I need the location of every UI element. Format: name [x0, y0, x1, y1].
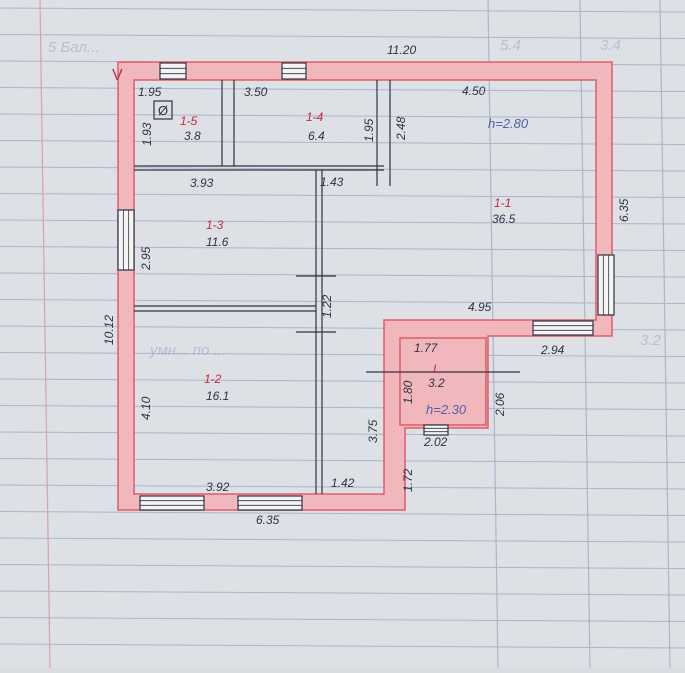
dim-bottom-small: 1.42 — [331, 476, 355, 490]
window-top-mid — [281, 62, 307, 80]
ledger-word: умн... по ... — [149, 342, 226, 359]
corner-mark: V — [112, 67, 123, 84]
ledger-header: 5 Бал... — [48, 39, 99, 56]
grid-rule — [0, 405, 685, 410]
grid-rule — [0, 7, 685, 13]
grid-column-rule — [659, 0, 671, 669]
ceiling-height-main: h=2.80 — [488, 116, 529, 131]
ledger-col-a: 5.4 — [500, 37, 521, 54]
dim-partition-right2: 2.48 — [394, 116, 408, 141]
grid-rule — [0, 431, 685, 437]
room-area: 6.4 — [308, 129, 325, 143]
dim-step-top: 4.95 — [468, 300, 492, 314]
room-1-1: 1-1 36.5 — [492, 196, 516, 226]
grid-rule — [0, 113, 685, 119]
grid-rule — [0, 564, 685, 569]
window-bottom-mid — [237, 495, 303, 511]
exterior-wall — [117, 61, 613, 511]
grid-rule — [0, 87, 685, 92]
room-vestibule: I 3.2 — [428, 362, 445, 390]
window-step — [532, 320, 594, 336]
grid-rule — [0, 140, 685, 145]
dim-corridor-small: 1.43 — [320, 175, 344, 189]
grid-rule — [0, 246, 685, 251]
grid-rule — [0, 166, 685, 172]
grid-rule — [0, 299, 685, 304]
grid-rule — [0, 484, 685, 490]
dim-right-segment: 6.35 — [617, 198, 631, 222]
dim-vestibule-bottom: 2.02 — [423, 435, 448, 449]
window-right — [597, 254, 615, 316]
ledger-col-b: 3.4 — [600, 37, 621, 54]
room-id: 1-1 — [494, 196, 511, 210]
window-top-left — [159, 62, 187, 80]
room-area: 3.2 — [428, 376, 445, 390]
windows — [117, 62, 615, 511]
ledger-side: 3.2 — [640, 332, 662, 349]
room-id: 1-5 — [180, 114, 198, 128]
vestibule-wall — [399, 337, 487, 426]
heater-box — [153, 100, 173, 120]
grid-rule — [0, 352, 685, 357]
room-id: I — [433, 362, 437, 376]
dim-bottom-total: 6.35 — [256, 513, 280, 527]
window-vestibule — [423, 424, 449, 436]
window-bottom-left — [139, 495, 205, 511]
room-id: 1-4 — [306, 110, 324, 124]
grid-column-rule — [39, 0, 51, 669]
room-1-5: 1-5 3.8 — [180, 114, 201, 143]
room-area: 16.1 — [206, 389, 229, 403]
dim-left-window: 2.95 — [139, 246, 153, 271]
dim-step-left-upper: 3.75 — [366, 419, 380, 443]
window-left — [117, 209, 135, 271]
room-area: 3.8 — [184, 129, 201, 143]
dim-step-right: 2.94 — [540, 343, 565, 357]
dim-vestibule-right: 2.06 — [493, 392, 507, 417]
dim-room5-height: 1.93 — [140, 122, 154, 146]
grid-rule — [0, 458, 685, 463]
faint-ledger-text: 5 Бал... 5.4 3.4 умн... по ... 3.2 — [48, 37, 662, 359]
room-1-3: 1-3 11.6 — [206, 218, 229, 249]
dim-top-left-window: 1.95 — [138, 85, 162, 99]
room-id: 1-3 — [206, 218, 224, 232]
room-id: 1-2 — [204, 372, 222, 386]
segment-dimensions: 1.95 3.50 4.50 1.93 1.95 2.48 3.93 1.43 … — [138, 84, 507, 494]
grid-rule — [0, 617, 685, 622]
room-area: 36.5 — [492, 212, 516, 226]
ceiling-height-vestibule: h=2.30 — [426, 402, 467, 417]
grid-rule — [0, 590, 685, 596]
grid-rule — [0, 272, 685, 278]
interior-partitions — [134, 80, 520, 494]
dim-partition-right: 1.95 — [362, 118, 376, 142]
grid-rule — [0, 219, 685, 225]
grid-rule — [0, 34, 685, 39]
dim-bottom-left: 3.92 — [206, 480, 230, 494]
dim-left-lower: 4.10 — [139, 396, 153, 420]
dim-top-right: 4.50 — [462, 84, 486, 98]
dim-vestibule-left: 1.80 — [401, 380, 415, 404]
grid-rule — [0, 511, 685, 516]
dim-step-left-lower: 1.72 — [401, 468, 415, 492]
dim-mid-partition: 1.22 — [320, 294, 334, 318]
dim-corridor-width: 3.93 — [190, 176, 214, 190]
heater-symbol: Ø — [153, 100, 173, 120]
grid-rule — [0, 193, 685, 198]
grid-rule — [0, 378, 685, 384]
room-area: 11.6 — [206, 235, 229, 249]
dim-left-total: 10.12 — [102, 315, 116, 345]
dim-top-mid-window: 3.50 — [244, 85, 268, 99]
grid-rule — [0, 643, 685, 649]
dim-vestibule-top: 1.77 — [414, 341, 439, 355]
room-1-4: 1-4 6.4 — [306, 110, 325, 143]
overall-dimensions: 11.20 10.12 6.35 6.35 4.95 2.94 1.72 3.7… — [102, 43, 631, 527]
heater-icon: Ø — [158, 103, 168, 118]
dim-top-total: 11.20 — [387, 43, 416, 57]
room-1-2: 1-2 16.1 — [204, 372, 229, 403]
grid-rule — [0, 537, 685, 543]
